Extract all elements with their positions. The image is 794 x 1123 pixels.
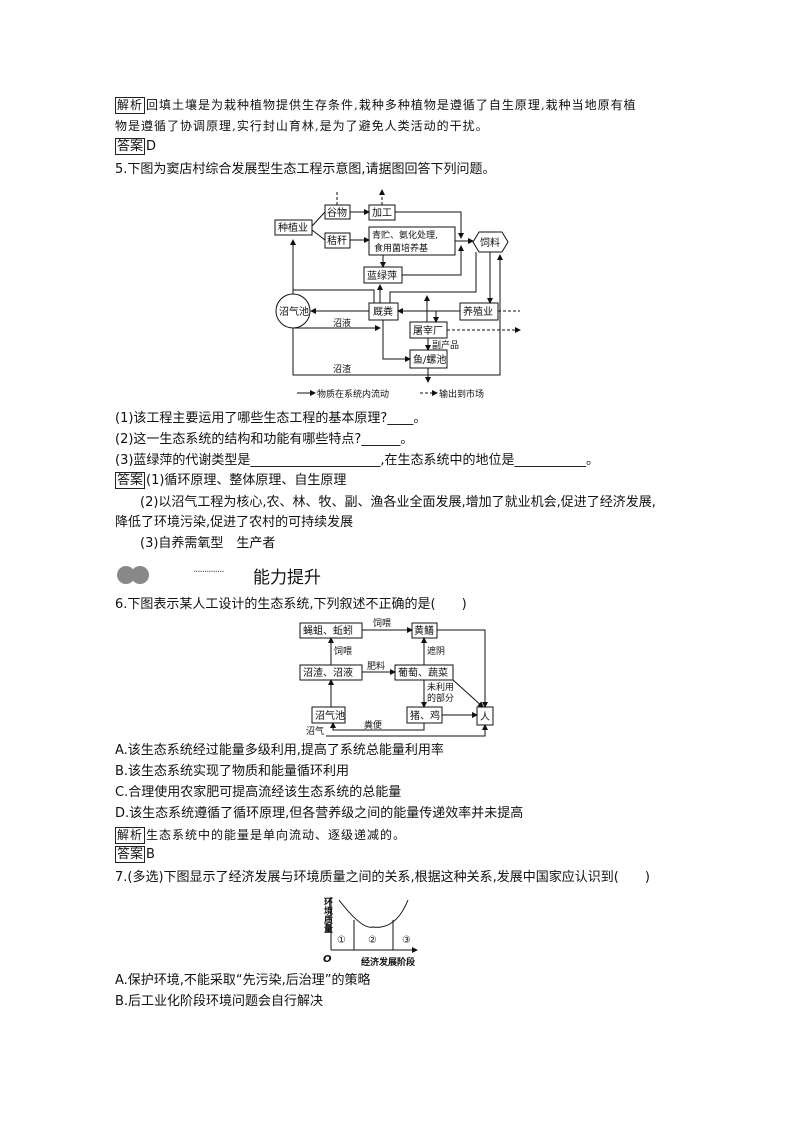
node-lanlvping: 蓝绿萍 xyxy=(367,269,397,282)
q6-analysis: 解析生态系统中的能量是单向流动、逐级递减的。 xyxy=(115,826,406,844)
node-siliao: 饲料 xyxy=(480,236,500,249)
region-3: ③ xyxy=(402,935,411,946)
q7-chart: ① ② ③ O 经济发展阶段 环境质量 xyxy=(322,897,417,968)
q5-stem: 5.下图为窦店村综合发展型生态工程示意图,请据图回答下列问题。 xyxy=(115,162,496,177)
chart-axes xyxy=(330,897,417,950)
node-zhuji: 猪、鸡 xyxy=(410,709,440,722)
q5-answer1: 答案(1)循环原理、整体原理、自生原理 xyxy=(115,472,346,490)
q5-answer2a: (2)以沼气工程为核心,农、林、牧、副、渔各业全面发展,增加了就业机会,促进了经… xyxy=(140,495,656,510)
legend-dashed: 输出到市场 xyxy=(439,388,484,400)
q5-diagram-labels: 种植业 谷物 加工 秸秆 青贮、氨化处理, 食用菌培养基 饲料 蓝绿萍 沼气池 … xyxy=(278,206,500,400)
chart-origin: O xyxy=(323,954,332,965)
node-box xyxy=(274,219,313,236)
answer-tag: 答案 xyxy=(115,846,146,863)
region-2: ② xyxy=(368,935,377,946)
label-siwei2: 饲喂 xyxy=(334,645,352,657)
q6-diagram xyxy=(299,622,494,737)
q5-sub2: (2)这一生态系统的结构和功能有哪些特点?______。 xyxy=(115,432,414,447)
q5-sub3: (3)蓝绿萍的代谢类型是____________________,在生态系统中的… xyxy=(115,453,600,468)
answer-value: D xyxy=(146,139,157,154)
q5-diagram xyxy=(274,190,520,396)
analysis-tag: 解析 xyxy=(115,97,146,114)
q6-stem: 6.下图表示某人工设计的生态系统,下列叙述不正确的是( ) xyxy=(115,597,467,612)
node-yingqu: 蝇蛆、蚯蚓 xyxy=(303,625,353,637)
node-zhaoqichi: 沼气池 xyxy=(279,305,309,318)
answer-tag: 答案 xyxy=(115,138,146,155)
node-putao: 葡萄、蔬菜 xyxy=(398,666,448,679)
node-qingzhu1: 青贮、氨化处理, xyxy=(372,229,438,241)
label-zheyin: 遮阴 xyxy=(427,645,445,657)
q7-option-b: B.后工业化阶段环境问题会自行解决 xyxy=(115,994,324,1009)
label-zhaoye: 沼液 xyxy=(333,317,351,329)
q7-option-a: A.保护环境,不能采取“先污染,后治理”的策略 xyxy=(115,973,371,988)
q4-analysis-line2: 物是遵循了协调原理,实行封山育林,是为了避免人类活动的干扰。 xyxy=(115,119,489,133)
label-fenbian: 粪便 xyxy=(364,719,382,731)
node-qingzhu2: 食用菌培养基 xyxy=(374,242,428,254)
q6-option-a: A.该生态系统经过能量多级利用,提高了系统总能量利用率 xyxy=(115,743,444,758)
node-ren: 人 xyxy=(480,711,490,723)
label-zhaoqi: 沼气 xyxy=(306,725,324,737)
q6-option-c: C.合理使用农家肥可提高流经该生态系统的总能量 xyxy=(115,785,402,800)
analysis-tag: 解析 xyxy=(115,827,146,844)
q7-stem: 7.(多选)下图显示了经济发展与环境质量之间的关系,根据这种关系,发展中国家应认… xyxy=(115,870,650,885)
node-jiagong: 加工 xyxy=(372,207,392,219)
label-zhaozha: 沼渣 xyxy=(333,363,351,375)
chart-curve xyxy=(338,899,409,928)
q6-diagram-labels: 蝇蛆、蚯蚓 黄鳝 沼渣、沼液 葡萄、蔬菜 沼气池 猪、鸡 人 饲喂 饲喂 肥料 … xyxy=(303,617,490,737)
label-weiliyong2: 的部分 xyxy=(427,692,454,704)
q5-sub1: (1)该工程主要运用了哪些生态工程的基本原理?____。 xyxy=(115,411,427,426)
analysis-text: 生态系统中的能量是单向流动、逐级递减的。 xyxy=(146,828,407,842)
label-feiliao: 肥料 xyxy=(367,660,385,672)
q4-analysis-line1: 解析回填土壤是为栽种植物提供生存条件,栽种多种植物是遵循了自生原理,栽种当地原有… xyxy=(115,96,637,114)
q5-answer3: (3)自养需氧型 生产者 xyxy=(140,536,276,551)
section-title: 能力提升 xyxy=(253,568,321,588)
node-tuzai: 屠宰厂 xyxy=(413,324,443,337)
region-1: ① xyxy=(337,935,346,946)
q5-answer2b: 降低了环境污染,促进了农村的可持续发展 xyxy=(115,515,354,530)
node-guwu: 谷物 xyxy=(327,206,347,219)
node-zhazhaye: 沼渣、沼液 xyxy=(303,666,353,679)
node-jiegan: 秸秆 xyxy=(327,234,347,247)
label-weiliyong1: 未利用 xyxy=(427,681,454,693)
node-zhaoqichi: 沼气池 xyxy=(315,709,345,722)
q6-option-b: B.该生态系统实现了物质和能量循环利用 xyxy=(115,764,350,779)
node-yuluo: 鱼/螺池 xyxy=(413,353,446,366)
node-huangshan: 黄鳝 xyxy=(414,624,434,637)
section-dots: ·············· xyxy=(193,567,225,578)
node-jiufen: 厩粪 xyxy=(373,305,393,318)
label-siwei1: 饲喂 xyxy=(373,617,391,629)
q6-option-d: D.该生态系统遵循了循环原理,但各营养级之间的能量传递效率并未提高 xyxy=(115,806,524,821)
label-fuchanpin: 副产品 xyxy=(432,339,459,351)
legend-solid: 物质在系统内流动 xyxy=(317,388,389,400)
chart-region-dividers xyxy=(353,920,394,950)
chart-xlabel: 经济发展阶段 xyxy=(361,956,416,968)
node-yangzhi: 养殖业 xyxy=(463,305,493,318)
answer-text: (1)循环原理、整体原理、自生原理 xyxy=(146,473,347,488)
answer-tag: 答案 xyxy=(115,472,146,489)
section-logo-icon xyxy=(115,566,151,584)
analysis-text: 回填土壤是为栽种植物提供生存条件,栽种多种植物是遵循了自生原理,栽种当地原有植 xyxy=(146,98,637,112)
chart-ylabel: 环境质量 xyxy=(322,897,333,934)
answer-value: B xyxy=(146,847,155,862)
node-zhongzhi: 种植业 xyxy=(278,221,308,234)
